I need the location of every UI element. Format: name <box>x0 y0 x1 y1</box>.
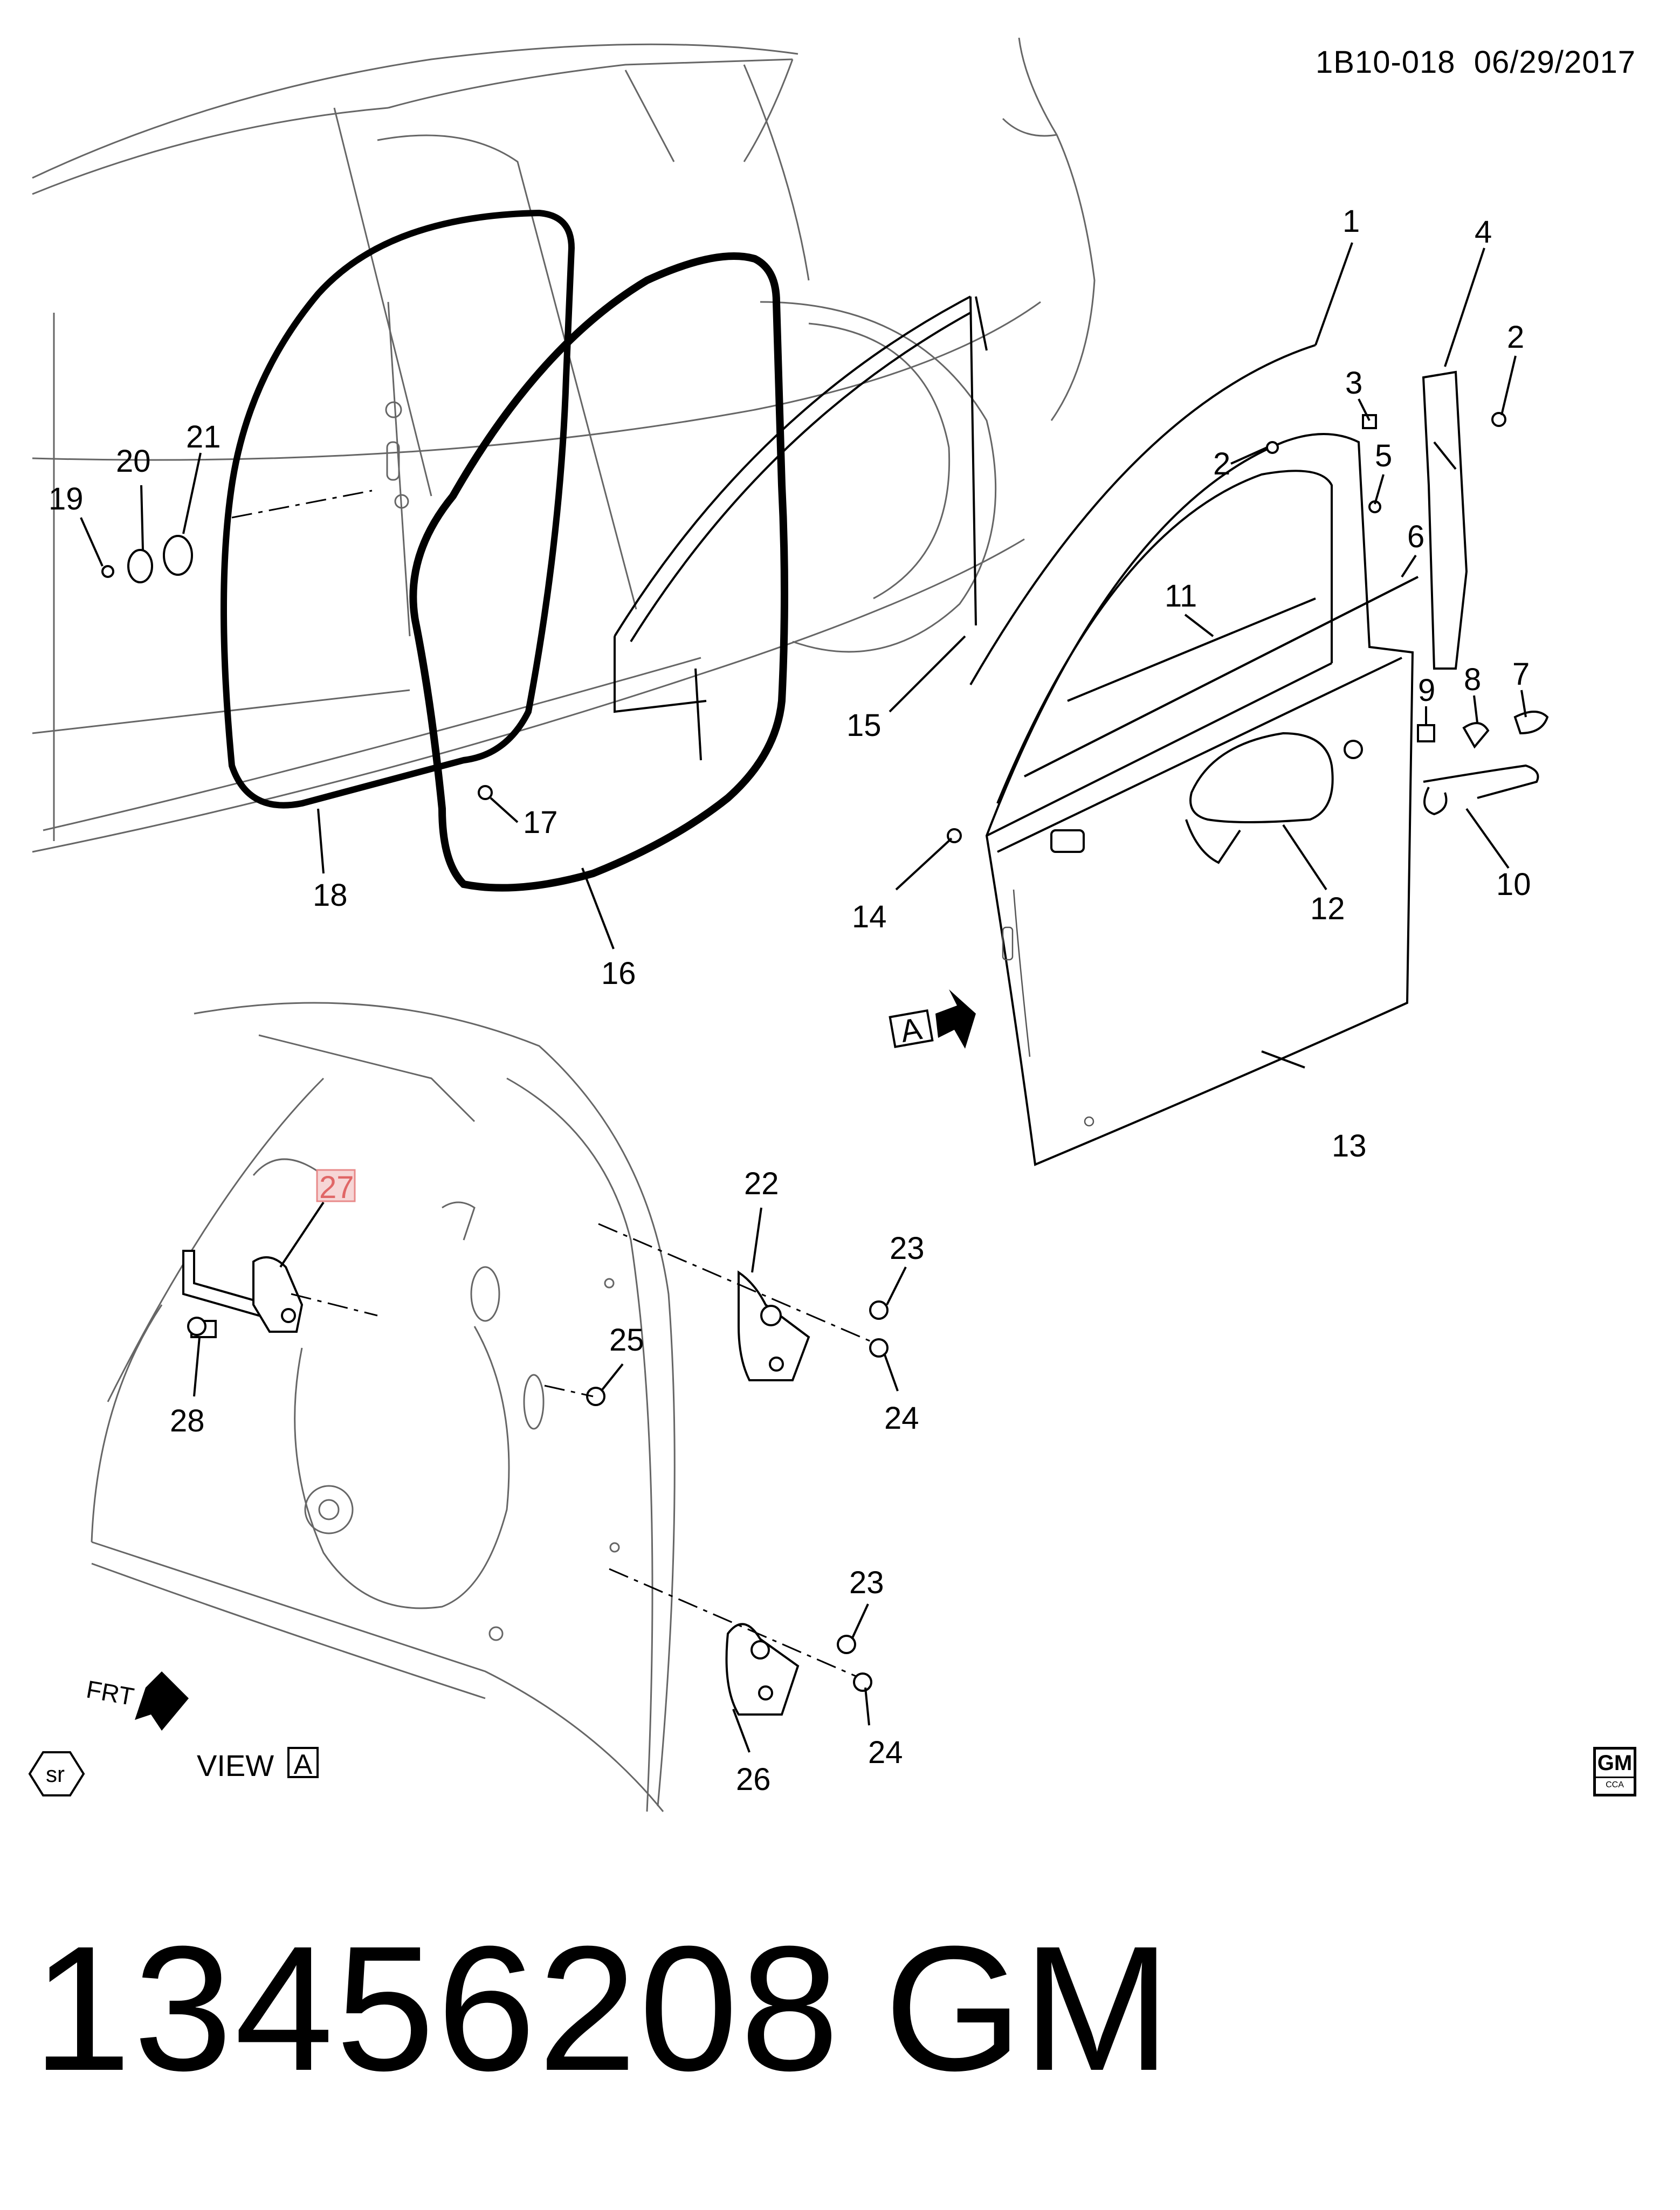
callout-7: 7 <box>1512 657 1530 692</box>
callout-25: 25 <box>609 1323 644 1358</box>
b-pillar-applique <box>1422 370 1468 670</box>
upper-door-hinge <box>738 1270 889 1381</box>
callout-11: 11 <box>1165 579 1197 614</box>
drawing-header: 1B10-018 06/29/2017 <box>1316 44 1636 80</box>
callout-8: 8 <box>1464 662 1481 697</box>
sr-badge-text: sr <box>46 1761 65 1787</box>
rear-door-weatherstrip <box>221 209 575 809</box>
view-letter-box: A <box>287 1747 319 1780</box>
roof-drip-molding <box>969 344 1316 685</box>
callout-6: 6 <box>1407 519 1424 554</box>
leader-lines <box>80 242 1527 1753</box>
door-check-link <box>182 1250 304 1338</box>
hinge-nut <box>586 1387 605 1406</box>
door-inner-panel-view <box>91 1002 676 1812</box>
callout-24b: 24 <box>868 1735 903 1770</box>
outside-handle-parts <box>1344 711 1549 816</box>
callout-5: 5 <box>1375 438 1392 473</box>
brand-text: GM <box>884 1909 1171 2108</box>
callout-14: 14 <box>852 899 887 934</box>
gm-logo-subtext: CCA <box>1596 1777 1634 1792</box>
drawing-date: 06/29/2017 <box>1474 45 1636 80</box>
callout-24: 24 <box>884 1401 919 1436</box>
callout-22: 22 <box>744 1166 779 1201</box>
callout-23b: 23 <box>849 1565 884 1600</box>
view-label: VIEW <box>197 1748 274 1782</box>
front-door-weatherstrip <box>409 252 788 892</box>
front-direction-indicator: FRT <box>84 1671 189 1731</box>
part-number: 13456208 <box>32 1909 842 2108</box>
callout-16: 16 <box>601 956 636 991</box>
gm-logo: GM CCA <box>1593 1747 1636 1796</box>
callout-21: 21 <box>186 419 221 455</box>
callout-26: 26 <box>736 1762 771 1797</box>
callout-28: 28 <box>170 1403 205 1438</box>
callout-labels: 1 2 2 3 4 5 6 7 8 9 10 11 12 13 14 15 16… <box>49 204 1531 1797</box>
callout-27: 27 <box>319 1170 354 1205</box>
callout-3: 3 <box>1345 366 1362 401</box>
callout-2b: 2 <box>1213 446 1230 481</box>
sr-badge: sr <box>28 1751 85 1796</box>
callout-27-highlight <box>316 1169 356 1202</box>
gm-logo-text: GM <box>1597 1751 1633 1775</box>
callout-1: 1 <box>1342 204 1360 239</box>
drawing-id: 1B10-018 <box>1316 45 1456 80</box>
callout-23: 23 <box>890 1231 925 1266</box>
callout-20: 20 <box>116 444 151 479</box>
callout-15: 15 <box>846 708 882 743</box>
callout-17: 17 <box>523 805 558 840</box>
callout-19: 19 <box>49 481 84 517</box>
view-a-arrow: A <box>889 989 976 1049</box>
vehicle-body-outline <box>32 37 1096 853</box>
callout-18: 18 <box>313 878 348 913</box>
callout-4: 4 <box>1475 215 1492 250</box>
upper-fasteners <box>101 412 1506 843</box>
callout-9: 9 <box>1418 673 1435 708</box>
frt-label: FRT <box>84 1675 136 1711</box>
outside-mirror <box>1050 732 1334 864</box>
callout-13: 13 <box>1332 1128 1367 1163</box>
lower-door-hinge <box>725 1623 872 1716</box>
callout-10: 10 <box>1496 867 1531 902</box>
window-run-channel <box>614 295 988 761</box>
callout-2: 2 <box>1507 320 1524 355</box>
callout-12: 12 <box>1310 891 1345 926</box>
belt-moldings <box>1024 576 1419 777</box>
